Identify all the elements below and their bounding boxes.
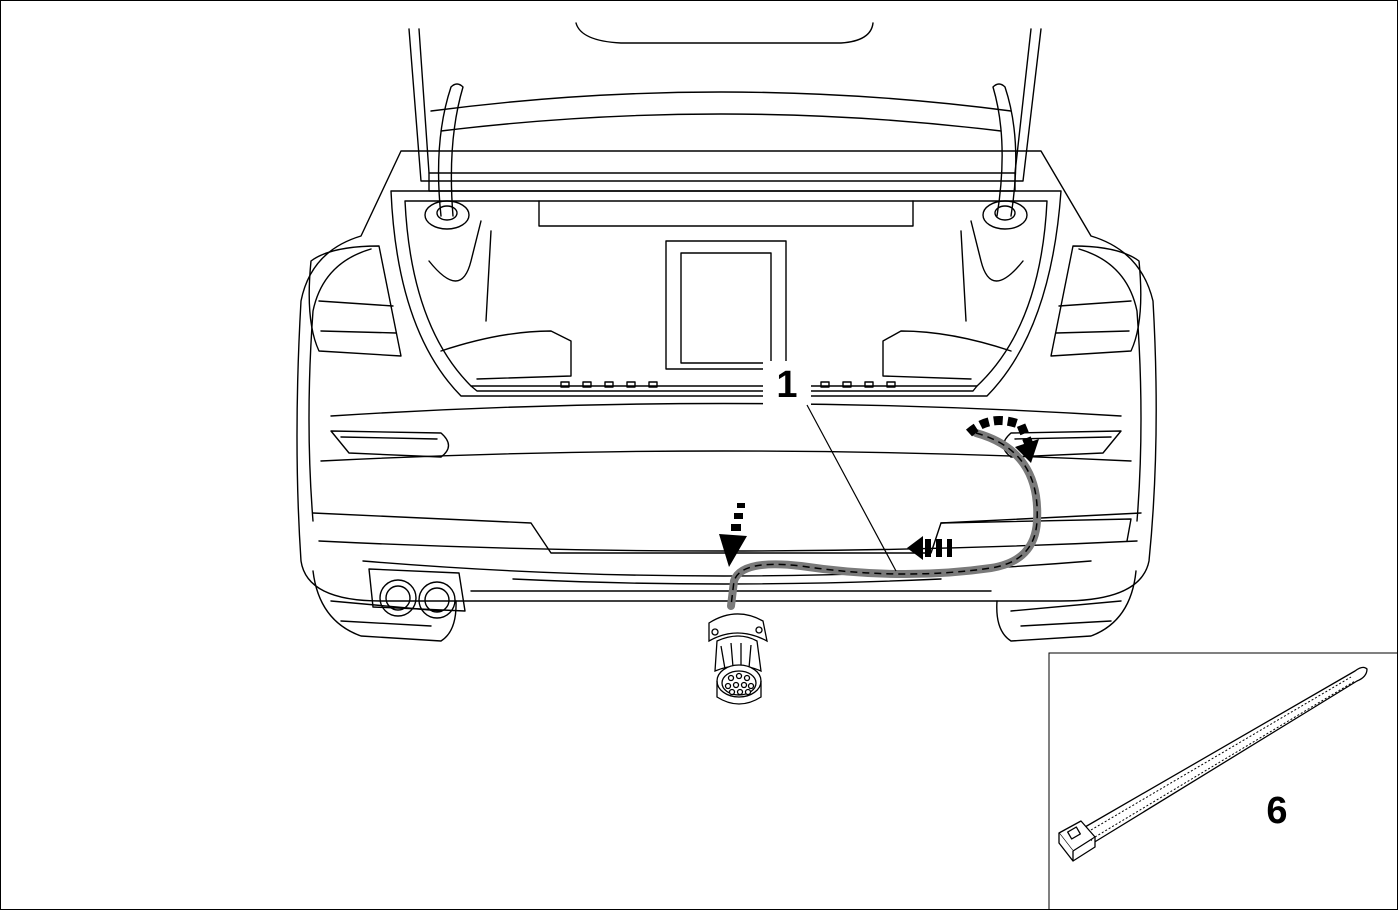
- callout-1-label: 1: [776, 364, 797, 406]
- trunk-lid: [408, 22, 1042, 192]
- trunk-opening: [390, 190, 1062, 397]
- license-plate-recess: [665, 240, 787, 370]
- route-arrow-down: [719, 503, 747, 567]
- car-body: [296, 150, 1157, 602]
- callout-1: 1: [763, 361, 897, 572]
- cable-tie: [1058, 666, 1368, 862]
- tail-light-right: [1050, 245, 1142, 357]
- reflector-left: [330, 430, 450, 458]
- trunk-hinge-left: [424, 83, 470, 230]
- tire-right: [996, 570, 1137, 642]
- tail-light-left: [308, 245, 402, 357]
- trunk-side-wall-right: [882, 220, 1024, 380]
- route-arrow-curved: [965, 416, 1039, 463]
- tie-down-slots: [560, 381, 896, 388]
- trailer-socket: [708, 613, 768, 705]
- callout-6-label: 6: [1266, 790, 1287, 832]
- route-arrow-left: [907, 536, 952, 560]
- wiring-harness: [727, 429, 1042, 610]
- trunk-hinge-right: [982, 83, 1028, 230]
- inset-cable-tie: 6: [1048, 652, 1397, 909]
- exhaust-tips: [368, 568, 466, 619]
- trunk-side-wall-left: [428, 220, 572, 380]
